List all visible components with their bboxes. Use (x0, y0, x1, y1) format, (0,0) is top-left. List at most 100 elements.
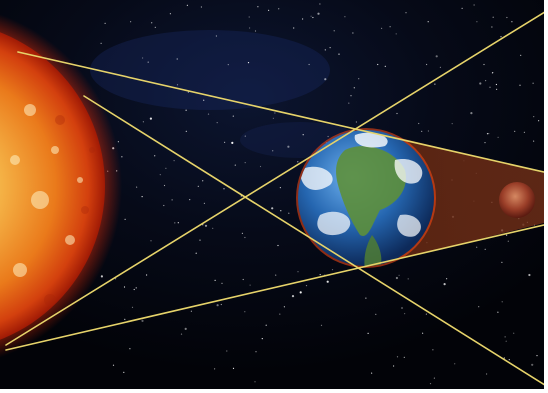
star (204, 224, 208, 227)
star (279, 313, 281, 315)
star (278, 8, 280, 10)
star (257, 6, 259, 8)
star (501, 301, 503, 303)
star (506, 16, 508, 19)
star (312, 16, 314, 19)
star (507, 240, 509, 242)
star (224, 141, 226, 143)
star (427, 21, 429, 23)
star (261, 338, 263, 340)
star (389, 26, 391, 28)
star (185, 109, 187, 111)
star (478, 306, 480, 308)
star (491, 26, 493, 28)
star (489, 86, 491, 88)
star (231, 141, 234, 144)
star (405, 12, 407, 14)
star (151, 22, 153, 24)
star (443, 283, 446, 286)
star (142, 57, 144, 59)
star (176, 58, 178, 60)
star (536, 355, 538, 357)
star (395, 33, 397, 35)
star (124, 218, 126, 220)
star (476, 246, 478, 248)
star (426, 63, 428, 66)
star (497, 311, 499, 313)
star (255, 351, 257, 353)
star (331, 269, 334, 271)
star (375, 313, 377, 315)
star (365, 297, 367, 299)
star (504, 336, 506, 338)
star (353, 87, 355, 89)
star (352, 32, 354, 34)
star (425, 313, 427, 315)
star (123, 371, 125, 373)
star (147, 61, 149, 63)
star (242, 278, 244, 281)
star (473, 4, 475, 6)
star (513, 332, 515, 334)
star (533, 140, 535, 142)
star (141, 196, 143, 198)
star (104, 22, 106, 24)
star (454, 363, 456, 365)
star (247, 62, 250, 64)
star (297, 161, 299, 163)
star (174, 222, 176, 224)
star (265, 324, 267, 326)
star (135, 287, 137, 289)
star (293, 27, 295, 29)
star (259, 165, 262, 168)
star (302, 18, 304, 20)
star (344, 16, 346, 18)
star (486, 133, 489, 135)
star (271, 207, 274, 210)
star (112, 364, 115, 366)
star (435, 55, 438, 58)
star (159, 174, 161, 176)
star (476, 21, 478, 23)
star (484, 248, 486, 250)
star (333, 30, 335, 32)
star (216, 304, 219, 307)
star (329, 47, 331, 49)
star (484, 142, 486, 144)
star (384, 65, 386, 67)
ray-lower-tangent (5, 223, 548, 351)
star (220, 303, 222, 306)
star (142, 121, 144, 123)
star (214, 279, 216, 281)
star (533, 116, 535, 118)
star (200, 6, 202, 8)
star (519, 84, 521, 86)
star (310, 15, 312, 17)
star (173, 160, 175, 162)
star (377, 63, 379, 66)
star (249, 284, 251, 286)
star (319, 274, 321, 276)
star (483, 63, 485, 66)
star (149, 117, 152, 120)
star (221, 282, 223, 284)
star (514, 130, 516, 132)
ray-upper-tangent (17, 51, 548, 174)
star (532, 82, 534, 84)
star (124, 318, 126, 320)
star (434, 83, 436, 85)
star (197, 185, 199, 187)
star (244, 311, 246, 313)
star (216, 122, 218, 124)
star (184, 327, 187, 330)
star (528, 273, 531, 277)
star (185, 130, 187, 132)
star (495, 83, 497, 86)
star (115, 278, 117, 280)
star (501, 261, 503, 263)
star (223, 188, 225, 190)
milky-way-glow (90, 30, 330, 110)
star (523, 131, 526, 133)
star (348, 102, 350, 104)
star (165, 167, 167, 169)
